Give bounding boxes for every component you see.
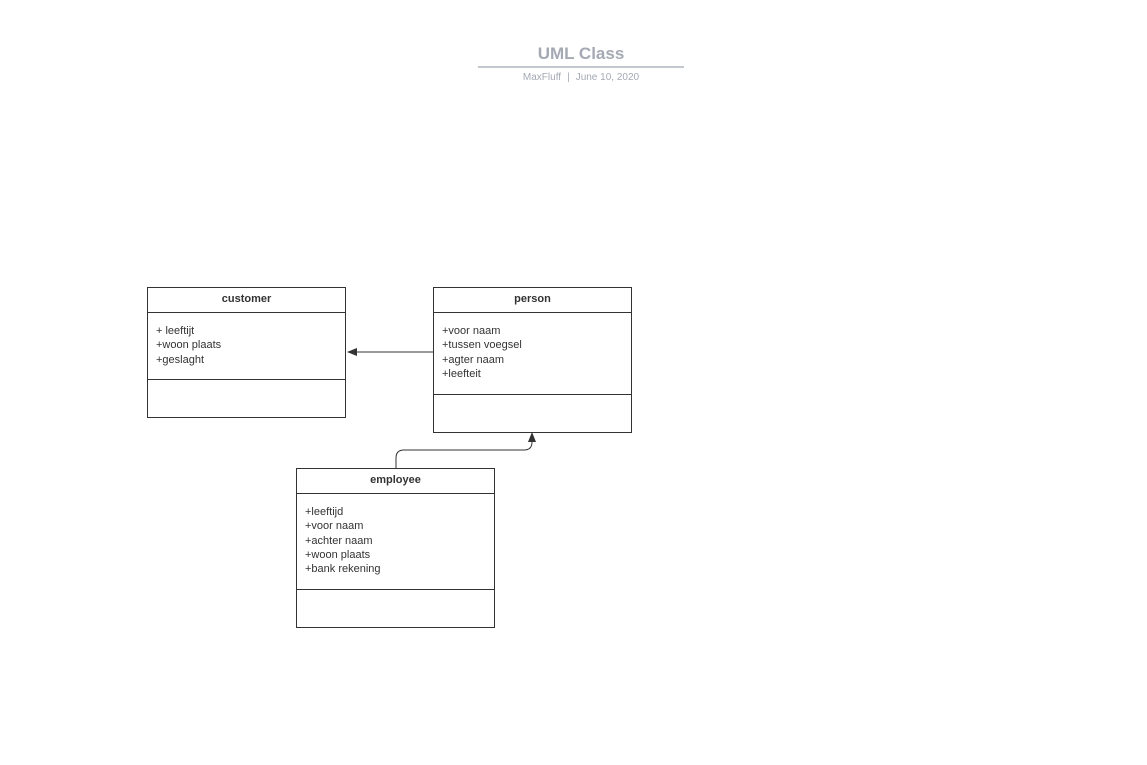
class-name: employee [297,469,494,494]
class-employee[interactable]: employee +leeftijd +voor naam +achter na… [296,468,495,628]
attribute: +geslaght [156,353,205,366]
employee-to-person-connector[interactable] [395,432,536,468]
attributes-compartment: +voor naam +tussen voegsel +agter naam +… [434,313,631,395]
attribute: +voor naam [305,520,364,533]
attribute: +woon plaats [305,548,371,561]
attribute: +tussen voegsel [442,339,522,352]
document-meta: MaxFluff | June 10, 2020 [478,72,684,84]
class-name: person [434,288,631,313]
document-date: June 10, 2020 [575,72,640,83]
attributes-compartment: +leeftijd +voor naam +achter naam +woon … [297,494,494,590]
attribute: +achter naam [305,534,373,547]
attribute: +woon plaats [156,339,222,352]
attribute: +leeftijd [305,506,344,518]
attributes-compartment: + leeftijt +woon plaats +geslaght [148,313,345,380]
attribute: + leeftijt [156,325,195,337]
document-header: UML Class MaxFluff | June 10, 2020 [478,43,684,84]
title-underline [478,66,684,68]
attribute: +bank rekening [305,563,381,576]
class-name: customer [148,288,345,313]
meta-separator: | [567,72,570,83]
document-title: UML Class [537,44,625,63]
attribute: +agter naam [442,353,505,366]
attribute: +leefteit [442,367,481,380]
class-person[interactable]: person +voor naam +tussen voegsel +agter… [433,287,632,433]
class-customer[interactable]: customer + leeftijt +woon plaats +geslag… [147,287,346,418]
document-author: MaxFluff [522,72,562,83]
attribute: +voor naam [442,325,501,337]
